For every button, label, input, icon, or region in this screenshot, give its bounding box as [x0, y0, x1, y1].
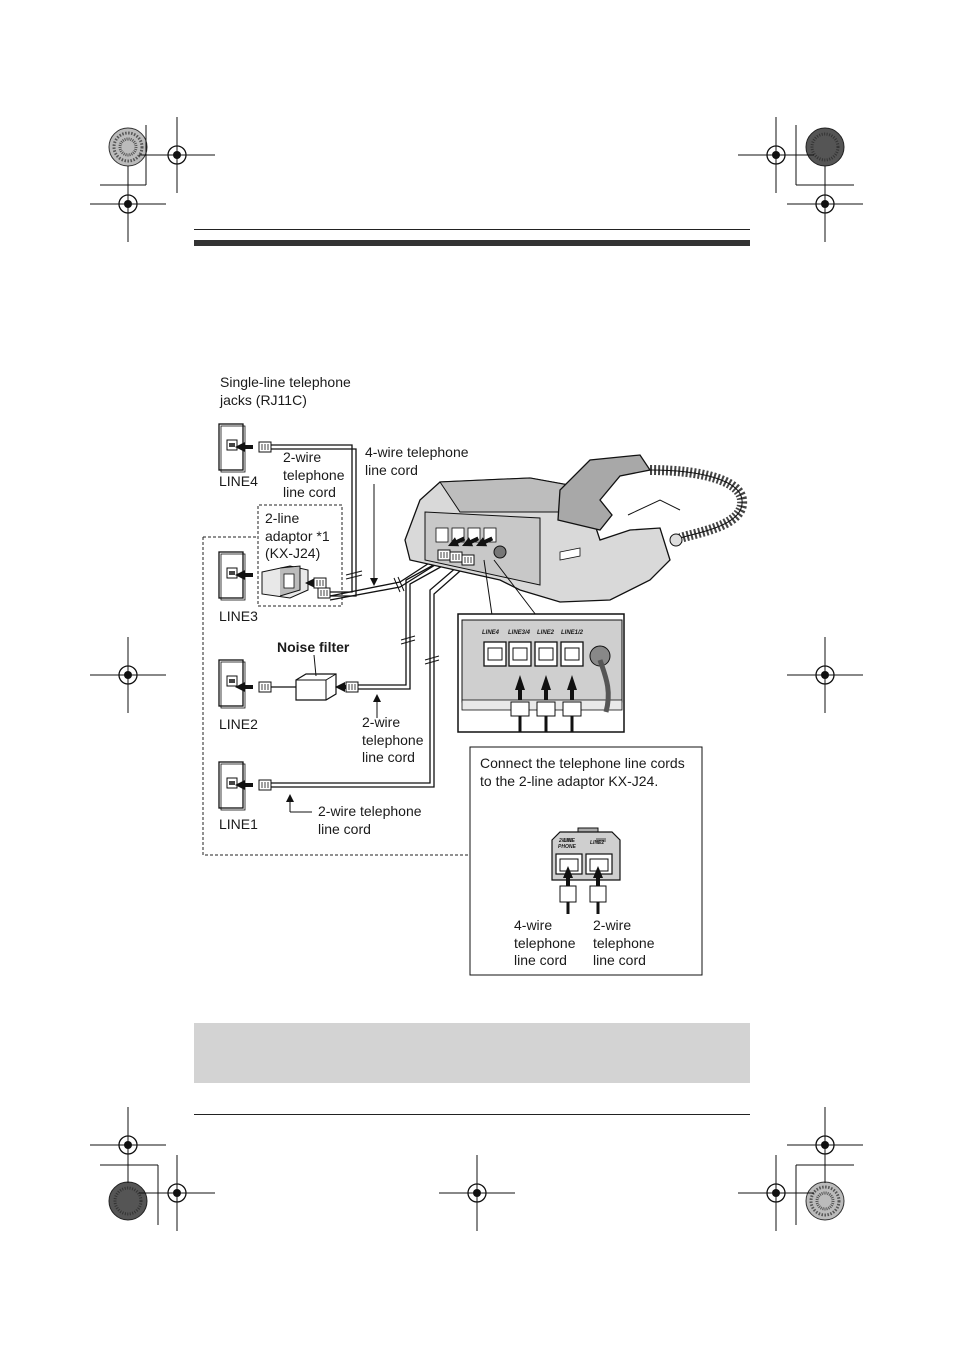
unit-jack-label-line12: LINE1/2	[561, 630, 584, 636]
line4-label: LINE4	[219, 473, 258, 489]
unit-jack-label-line4: LINE4	[482, 630, 500, 636]
jack-line4-icon	[483, 641, 507, 667]
adaptor-label: 2-line adaptor *1 (KX-J24)	[265, 510, 330, 561]
header-rule-thick	[194, 240, 750, 246]
noise-filter-label: Noise filter	[277, 639, 350, 655]
jack-line34-icon	[508, 641, 532, 667]
adaptor-cord-left-label: 4-wire telephone line cord	[514, 917, 576, 968]
jack-line2-icon	[534, 641, 558, 667]
two-wire-cord-bottom-label: 2-wire telephone line cord	[318, 803, 422, 837]
adaptor-port-right-label: LINE2	[590, 840, 605, 846]
two-wire-cord-top-label: 2-wire telephone line cord	[283, 449, 345, 500]
adaptor-cord-right-label: 2-wire telephone line cord	[593, 917, 655, 968]
unit-jack-panel	[457, 613, 625, 733]
four-wire-cord-label: 4-wire telephone line cord	[365, 444, 469, 478]
header-rule-thin	[194, 229, 750, 230]
unit-jack-label-line34: LINE3/4	[508, 630, 531, 636]
telephone-unit-icon	[404, 454, 747, 603]
line1-label: LINE1	[219, 816, 258, 832]
line3-label: LINE3	[219, 608, 258, 624]
unit-jack-label-line2: LINE2	[537, 630, 555, 636]
adaptor-detail-icon	[551, 827, 621, 914]
adaptor-port-left-label: 2-LINE PHONE	[558, 838, 576, 850]
line2-label: LINE2	[219, 716, 258, 732]
two-wire-cord-mid-label: 2-wire telephone line cord	[362, 714, 424, 765]
single-line-jacks-label: Single-line telephone jacks (RJ11C)	[220, 374, 351, 408]
adaptor-instruction-text: Connect the telephone line cords to the …	[480, 755, 685, 789]
jack-line12-icon	[560, 641, 584, 667]
adaptor-kx-j24-icon	[261, 565, 309, 599]
note-bar	[194, 1023, 750, 1083]
noise-filter-icon	[295, 673, 337, 701]
footer-rule	[194, 1114, 750, 1115]
